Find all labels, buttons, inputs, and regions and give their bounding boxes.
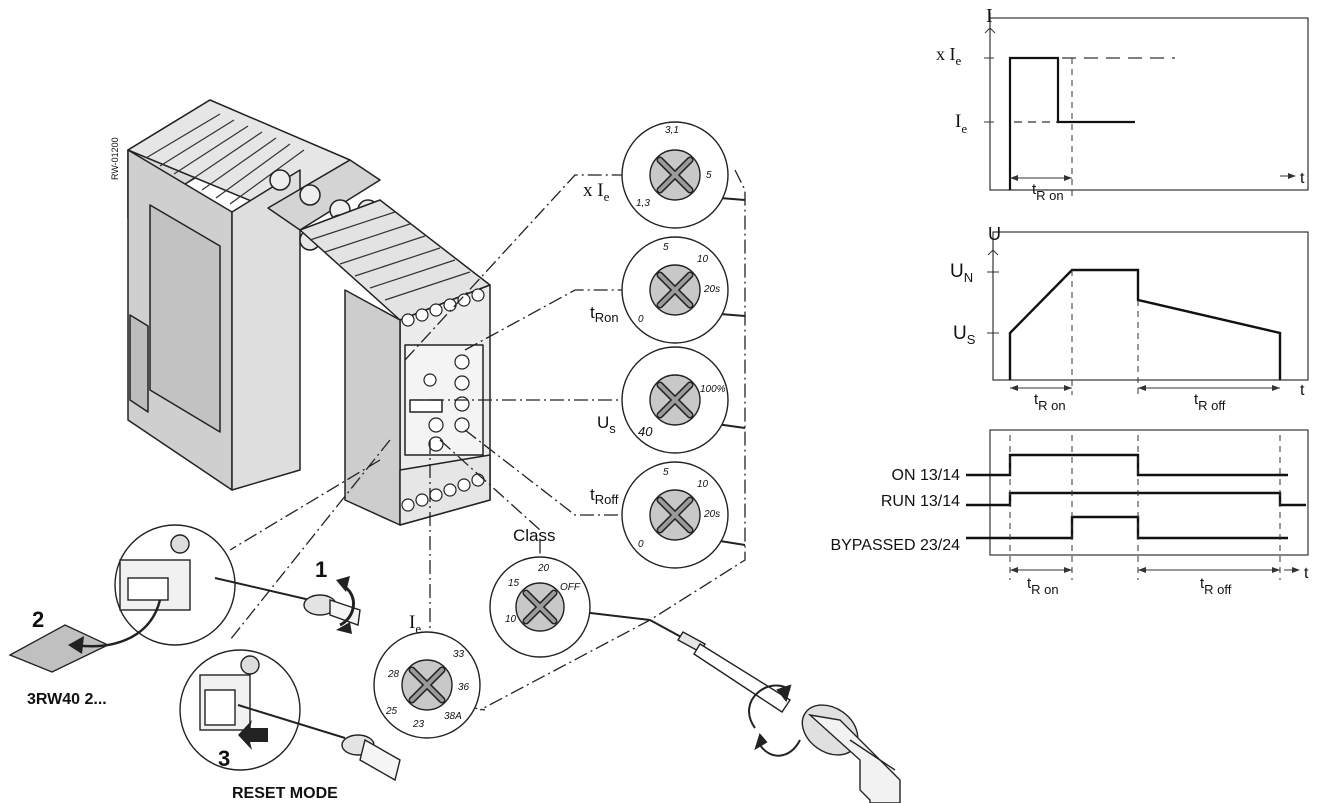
dial-t-roff-tick: 20s — [703, 509, 720, 520]
screwdriver-tool — [649, 619, 901, 803]
contacts-toff-label: tR off — [1200, 575, 1232, 597]
detail-reset-mode — [179, 649, 401, 782]
dial-t-roff-tick: 5 — [663, 467, 669, 478]
voltage-curve — [1008, 268, 1282, 380]
dial-t-ron-tick: 10 — [697, 254, 709, 265]
dial-t-roff-tick: 10 — [697, 479, 709, 490]
current-chart-frame — [989, 17, 1309, 191]
heat-sink-fins — [145, 113, 305, 205]
dial-ie-tick: 25 — [385, 706, 398, 717]
dial-t-roff-tick: 0 — [638, 539, 644, 550]
dial-t-ron-label: tRon — [590, 303, 619, 325]
reset-mode-label: RESET MODE — [232, 785, 338, 802]
signal-bypassed-label: BYPASSED 23/24 — [830, 537, 960, 554]
signal-run-trace — [966, 491, 1306, 507]
signal-on-label: ON 13/14 — [892, 467, 961, 484]
voltage-y-axis-label: U — [988, 224, 1001, 244]
dial-t-ron-tick: 0 — [638, 314, 644, 325]
dial-ie-tick: 36 — [458, 682, 470, 693]
voltage-ton-label: tR on — [1034, 391, 1066, 413]
terminal-fins — [309, 211, 471, 301]
voltage-x-axis-label: t — [1300, 382, 1305, 399]
remove-arrow-icon — [74, 599, 162, 648]
step-2-label: 2 — [32, 607, 44, 632]
contacts-x-axis-label: t — [1304, 565, 1309, 582]
current-high-level-label: x Ie — [936, 44, 962, 68]
dial-t-ron[interactable]: 5 10 20s 0 — [621, 236, 729, 344]
voltage-chart-frame — [992, 231, 1309, 381]
device-model-label: 3RW40 2... — [27, 691, 107, 708]
soft-starter-device: RW-01200 — [110, 99, 491, 526]
dial-class-tick: 15 — [508, 578, 520, 589]
device-code-label: RW-01200 — [110, 137, 120, 180]
voltage-chart: U t UN US tR on tR off — [950, 224, 1309, 413]
dial-ie[interactable]: 33 28 36 25 38A 23 — [373, 631, 481, 739]
dial-us[interactable]: 100% 40 — [621, 346, 729, 454]
current-x-axis-label: t — [1300, 170, 1305, 187]
contacts-chart: t ON 13/14 RUN 13/14 BYPASSED 23/24 tR o… — [830, 429, 1309, 597]
lower-terminals — [401, 473, 485, 512]
dial-x-ie-tick: 5 — [706, 170, 712, 181]
voltage-low-level-label: US — [953, 323, 976, 347]
dial-x-ie-tick: 3,1 — [665, 125, 679, 136]
upper-terminals — [401, 288, 485, 327]
dial-us-tick: 40 — [638, 424, 653, 439]
dial-class-tick: 20 — [537, 563, 550, 574]
dial-ie-tick: 28 — [387, 669, 400, 680]
dial-t-roff[interactable]: 5 10 20s 0 — [621, 461, 729, 569]
dial-class-tick: 10 — [505, 614, 517, 625]
voltage-toff-label: tR off — [1194, 391, 1226, 413]
push-arrow-icon — [238, 720, 268, 750]
contacts-ton-label: tR on — [1027, 575, 1059, 597]
signal-run-label: RUN 13/14 — [881, 493, 960, 510]
dial-x-ie-label: x Ie — [583, 180, 610, 204]
dial-us-label: Us — [597, 413, 616, 436]
dial-class-tick: OFF — [560, 582, 581, 593]
dial-ie-label: Ie — [409, 612, 421, 636]
step-1-label: 1 — [315, 557, 327, 582]
voltage-high-level-label: UN — [950, 261, 973, 285]
dial-ie-tick: 33 — [453, 649, 465, 660]
dial-class-label: Class — [513, 526, 556, 545]
dial-t-roff-label: tRoff — [590, 485, 619, 507]
detail-remove-cover — [114, 524, 361, 646]
dial-ie-tick: 38A — [444, 711, 462, 722]
removed-cover — [8, 624, 110, 673]
current-low-level-label: Ie — [955, 111, 967, 136]
current-curve — [1008, 56, 1135, 190]
dial-ie-tick: 23 — [412, 719, 425, 730]
step-3-label: 3 — [218, 746, 230, 771]
current-chart: I t x Ie Ie tR on — [936, 5, 1309, 203]
rotate-arrow-icon — [748, 684, 801, 757]
dial-us-tick: 100% — [700, 384, 726, 395]
current-ton-label: tR on — [1032, 181, 1064, 203]
signal-on-trace — [966, 453, 1288, 477]
signal-bypassed-trace — [966, 515, 1288, 540]
dial-x-ie[interactable]: 3,1 5 1,3 — [621, 121, 729, 229]
current-y-axis-label: I — [986, 5, 993, 27]
dial-x-ie-tick: 1,3 — [636, 198, 650, 209]
dial-t-ron-tick: 20s — [703, 284, 720, 295]
dial-t-ron-tick: 5 — [663, 242, 669, 253]
dial-class[interactable]: 20 15 OFF 10 — [489, 556, 591, 658]
